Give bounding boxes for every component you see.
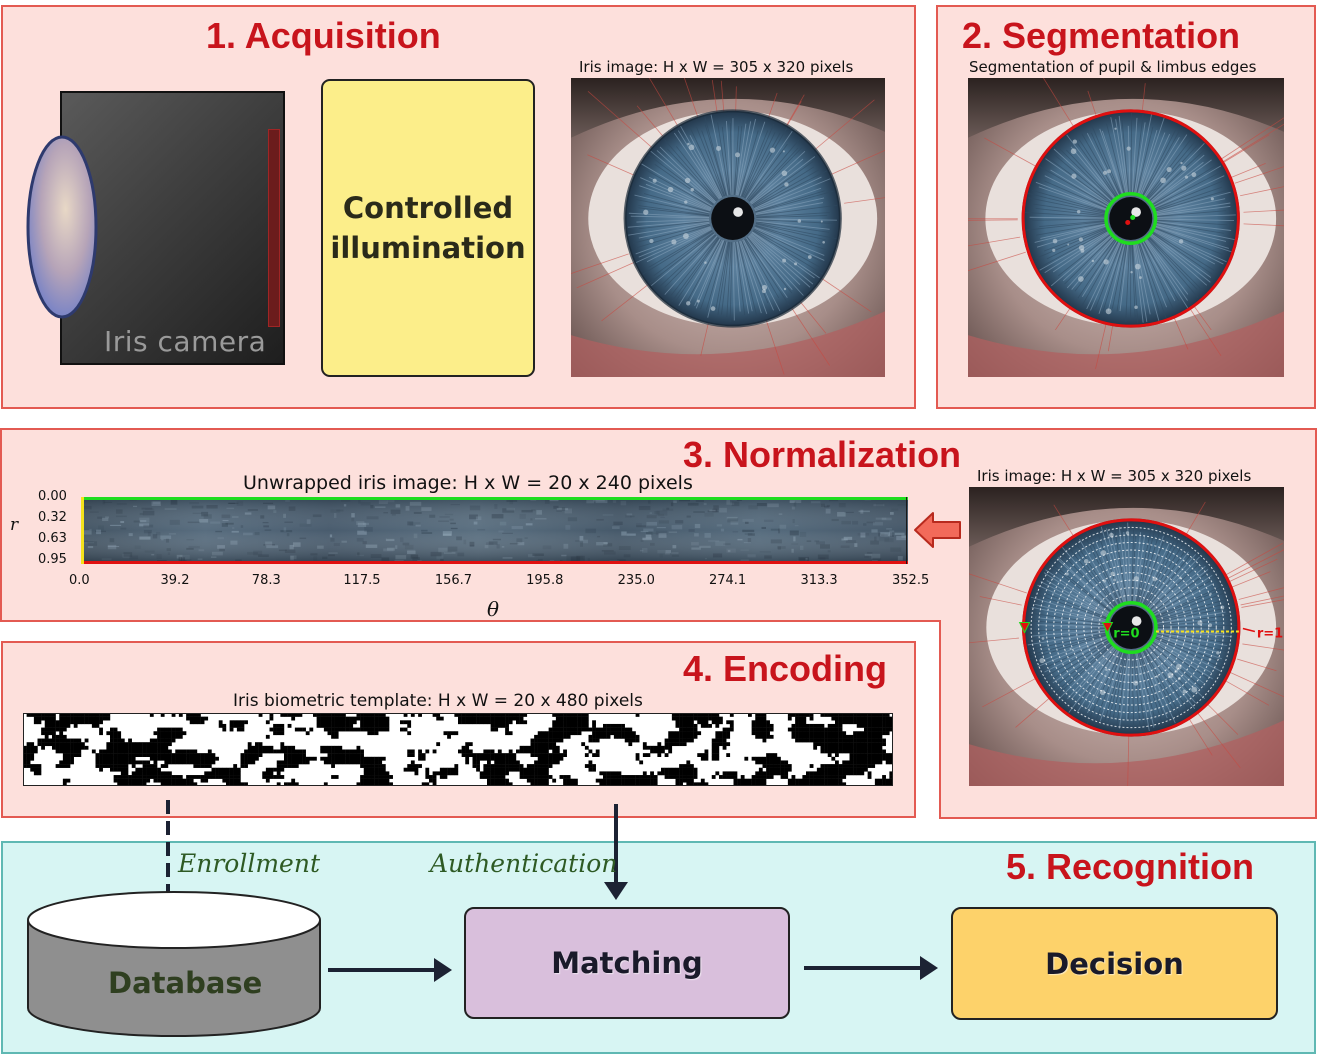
- unwrapped-x-label: θ: [487, 597, 500, 621]
- x-tick-label: 313.3: [800, 573, 838, 588]
- encoding-title: 4. Encoding: [683, 648, 888, 689]
- segmentation-caption: Segmentation of pupil & limbus edges: [969, 58, 1257, 76]
- x-tick-label: 235.0: [617, 573, 655, 588]
- left-arrow-icon: [914, 512, 961, 548]
- decision-box: Decision: [951, 907, 1278, 1020]
- unwrapped-caption: Unwrapped iris image: H x W = 20 x 240 p…: [243, 472, 693, 494]
- encoding-caption: Iris biometric template: H x W = 20 x 48…: [233, 691, 643, 711]
- x-tick-label: 78.3: [251, 573, 281, 588]
- iris-biometric-template: [23, 713, 893, 786]
- normalization-eye-caption: Iris image: H x W = 305 x 320 pixels: [977, 467, 1252, 485]
- x-tick-label: 156.7: [434, 573, 473, 588]
- x-tick-label: 195.8: [526, 573, 564, 588]
- unwrapped-iris-strip: [81, 497, 908, 564]
- acquisition-image-caption: Iris image: H x W = 305 x 320 pixels: [579, 58, 854, 76]
- acquisition-title: 1. Acquisition: [206, 15, 441, 56]
- r1-label: r=1: [1257, 627, 1283, 642]
- normalization-iris-image: r=0 r=1: [969, 487, 1284, 786]
- decision-label: Decision: [1045, 946, 1184, 981]
- y-tick-label: 0.95: [38, 552, 67, 567]
- x-tick-label: 274.1: [708, 573, 747, 588]
- camera-label: Iris camera: [104, 325, 267, 358]
- raw-iris-image: [571, 78, 885, 377]
- y-tick-label: 0.63: [38, 530, 67, 546]
- camera-side-strip: [268, 129, 280, 327]
- normalization-title: 3. Normalization: [683, 434, 962, 475]
- illumination-label: Controlled illumination: [330, 191, 526, 265]
- x-tick-label: 117.5: [343, 573, 381, 588]
- r0-label: r=0: [1113, 627, 1139, 642]
- x-tick-label: 0.0: [69, 573, 90, 588]
- y-tick-label: 0.32: [38, 510, 67, 526]
- recognition-title: 5. Recognition: [1006, 846, 1255, 887]
- y-tick-label: 0.00: [38, 489, 67, 504]
- controlled-illumination-box: Controlled illumination: [321, 79, 535, 377]
- matching-label: Matching: [551, 946, 703, 980]
- database-label: Database: [108, 966, 263, 1000]
- matching-box: Matching: [464, 907, 790, 1019]
- iris-camera: Iris camera: [60, 91, 285, 365]
- unwrapped-y-label: r: [10, 515, 19, 535]
- database-icon: [27, 891, 321, 1037]
- camera-lens-icon: [26, 135, 98, 319]
- segmentation-title: 2. Segmentation: [962, 15, 1241, 56]
- enrollment-label: Enrollment: [178, 849, 320, 878]
- x-tick-label: 39.2: [160, 573, 190, 588]
- authentication-label: Authentication: [430, 849, 618, 878]
- x-tick-label: 352.5: [892, 573, 930, 588]
- segmented-iris-image: [968, 78, 1284, 377]
